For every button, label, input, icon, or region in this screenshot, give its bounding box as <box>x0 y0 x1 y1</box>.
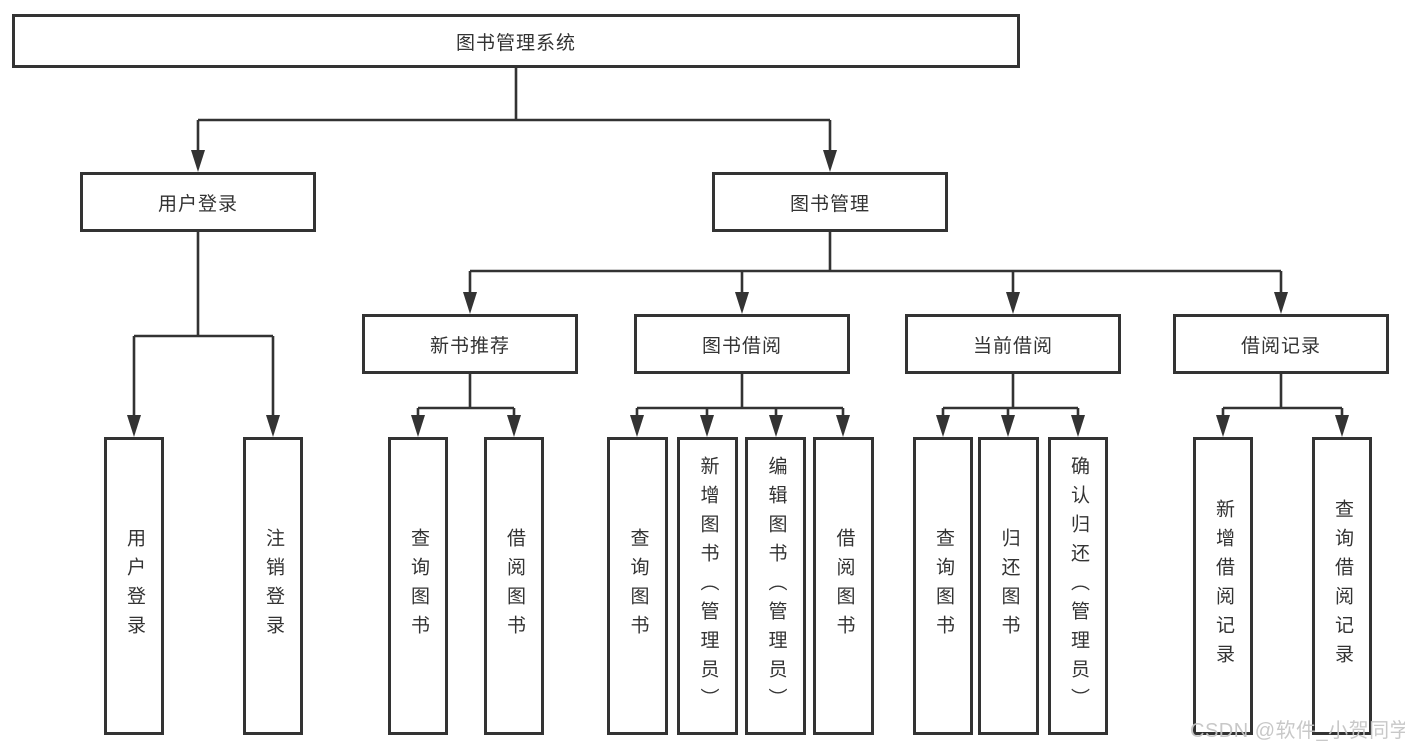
node-book-management: 图书管理 <box>712 172 948 232</box>
leaf-borrow-books-1-label: 借阅图书 <box>504 528 525 644</box>
leaf-query-books-1: 查询图书 <box>388 437 448 735</box>
leaf-query-books-3-label: 查询图书 <box>933 528 954 644</box>
leaf-edit-book-admin-label: 编辑图书（管理员） <box>765 455 787 717</box>
csdn-watermark: CSDN @软件_小贺同学 <box>1190 720 1405 742</box>
leaf-add-book-admin-label: 新增图书（管理员） <box>697 455 719 717</box>
node-book-management-label: 图书管理 <box>789 193 870 215</box>
leaf-add-book-admin: 新增图书（管理员） <box>677 437 738 735</box>
leaf-borrow-books-1: 借阅图书 <box>484 437 544 735</box>
leaf-confirm-return-admin-label: 确认归还（管理员） <box>1068 455 1089 717</box>
leaf-logout: 注销登录 <box>243 437 303 735</box>
leaf-confirm-return-admin: 确认归还（管理员） <box>1048 437 1108 735</box>
node-user-login: 用户登录 <box>80 172 316 232</box>
leaf-user-login-label: 用户登录 <box>124 528 145 644</box>
node-user-login-label: 用户登录 <box>157 193 238 215</box>
node-current-borrowing: 当前借阅 <box>905 314 1121 374</box>
node-current-borrowing-label: 当前借阅 <box>972 335 1053 357</box>
leaf-return-books: 归还图书 <box>978 437 1039 735</box>
node-book-borrowing-label: 图书借阅 <box>701 335 782 357</box>
node-borrowing-records-label: 借阅记录 <box>1240 335 1321 357</box>
leaf-query-borrow-record: 查询借阅记录 <box>1312 437 1372 735</box>
leaf-logout-label: 注销登录 <box>263 528 284 644</box>
node-root-label: 图书管理系统 <box>455 32 576 54</box>
leaf-user-login: 用户登录 <box>104 437 164 735</box>
leaf-borrow-books-2-label: 借阅图书 <box>833 528 855 644</box>
leaf-add-borrow-record: 新增借阅记录 <box>1193 437 1253 735</box>
leaf-add-borrow-record-label: 新增借阅记录 <box>1213 499 1234 673</box>
leaf-query-books-3: 查询图书 <box>913 437 973 735</box>
leaf-query-books-2: 查询图书 <box>607 437 668 735</box>
node-new-book-recommendation: 新书推荐 <box>362 314 578 374</box>
node-new-book-recommendation-label: 新书推荐 <box>429 335 510 357</box>
leaf-query-books-1-label: 查询图书 <box>408 528 429 644</box>
node-root: 图书管理系统 <box>12 14 1020 68</box>
leaf-query-borrow-record-label: 查询借阅记录 <box>1332 499 1353 673</box>
leaf-query-books-2-label: 查询图书 <box>627 528 649 644</box>
leaf-return-books-label: 归还图书 <box>998 528 1020 644</box>
node-book-borrowing: 图书借阅 <box>634 314 850 374</box>
leaf-edit-book-admin: 编辑图书（管理员） <box>745 437 806 735</box>
leaf-borrow-books-2: 借阅图书 <box>813 437 874 735</box>
node-borrowing-records: 借阅记录 <box>1173 314 1389 374</box>
